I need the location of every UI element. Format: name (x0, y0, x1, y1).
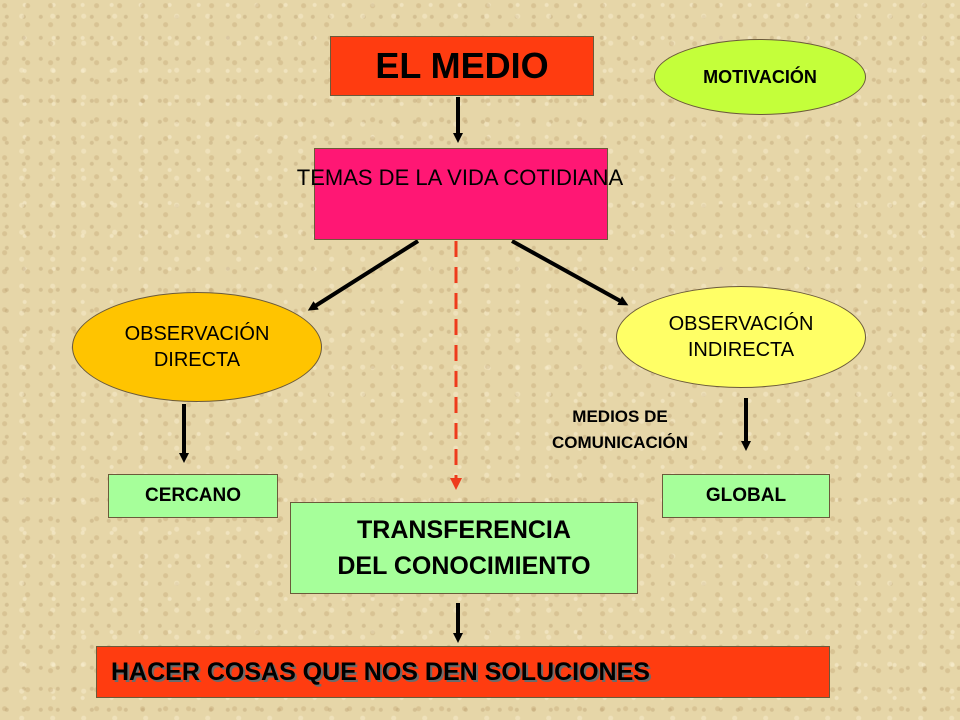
transferencia-box: TRANSFERENCIA DEL CONOCIMIENTO (290, 502, 638, 594)
cercano-label: CERCANO (144, 485, 242, 506)
observacion-indirecta-ellipse: OBSERVACIÓN INDIRECTA (616, 286, 866, 388)
observacion-directa-line2: DIRECTA (153, 349, 241, 371)
arrow-temas-to-obs-indirecta (511, 239, 629, 306)
hacer-cosas-label: HACER COSAS QUE NOS DEN SOLUCIONES (111, 657, 650, 686)
el-medio-box: EL MEDIO (330, 36, 594, 96)
motivacion-ellipse: MOTIVACIÓN (654, 39, 866, 115)
global-label: GLOBAL (705, 485, 787, 506)
transferencia-line2: DEL CONOCIMIENTO (337, 552, 591, 580)
observacion-directa-line1: OBSERVACIÓN (124, 323, 270, 345)
hacer-cosas-box: HACER COSAS QUE NOS DEN SOLUCIONES (96, 646, 830, 698)
temas-box (314, 148, 608, 240)
temas-label: TEMAS DE LA VIDA COTIDIANA (296, 165, 624, 190)
el-medio-label: EL MEDIO (375, 45, 549, 86)
medios-line1: MEDIOS DE (572, 407, 668, 426)
medios-line2: COMUNICACIÓN (552, 432, 688, 452)
observacion-indirecta-line1: OBSERVACIÓN (668, 313, 814, 335)
global-box: GLOBAL (662, 474, 830, 518)
medios-de-comunicacion-label: MEDIOS DE COMUNICACIÓN (500, 404, 740, 455)
observacion-indirecta-line2: INDIRECTA (687, 339, 795, 361)
motivacion-label: MOTIVACIÓN (703, 66, 817, 87)
cercano-box: CERCANO (108, 474, 278, 518)
transferencia-line1: TRANSFERENCIA (357, 515, 571, 544)
arrow-temas-to-obs-directa (307, 239, 420, 311)
observacion-directa-ellipse: OBSERVACIÓN DIRECTA (72, 292, 322, 402)
